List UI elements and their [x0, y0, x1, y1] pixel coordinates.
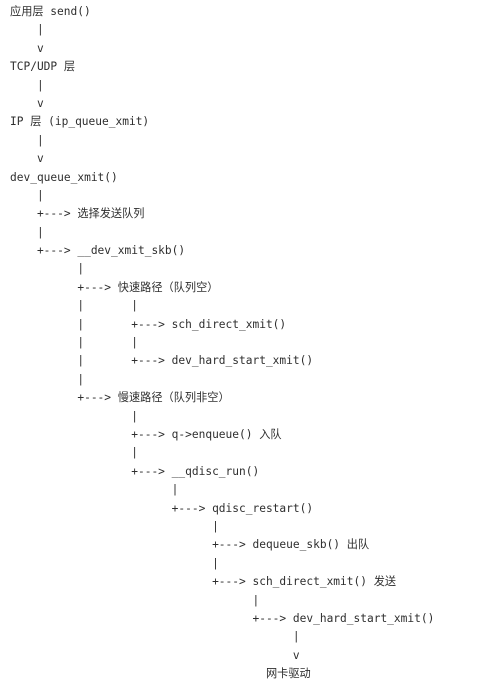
code-line: | [10, 593, 260, 607]
code-line: | | [10, 299, 138, 313]
code-line: TCP/UDP 层 [10, 60, 76, 74]
code-line: | [10, 372, 85, 386]
code-line: +---> dequeue_skb() 出队 [10, 538, 370, 552]
code-line: 应用层 send() [10, 5, 91, 18]
code-line: +---> qdisc_restart() [10, 501, 314, 515]
code-line: v [10, 152, 44, 166]
code-line: | [10, 556, 219, 570]
code-line: | [10, 225, 44, 239]
code-line: +---> 选择发送队列 [10, 207, 145, 221]
code-line: | [10, 409, 138, 423]
code-line: | [10, 23, 44, 37]
code-line: | [10, 630, 300, 644]
code-line: | +---> sch_direct_xmit() [10, 317, 287, 331]
code-line: v [10, 41, 44, 55]
code-line: +---> __dev_xmit_skb() [10, 244, 186, 258]
code-line: +---> dev_hard_start_xmit() [10, 611, 435, 625]
code-line: | +---> dev_hard_start_xmit() [10, 354, 314, 368]
code-line: IP 层 (ip_queue_xmit) [10, 115, 150, 129]
code-line: | [10, 519, 219, 533]
code-line: | [10, 262, 85, 276]
code-line: v [10, 648, 300, 662]
code-line: +---> q->enqueue() 入队 [10, 427, 282, 441]
code-line: | [10, 188, 44, 202]
code-line: v [10, 96, 44, 110]
code-line: +---> 快速路径（队列空） [10, 280, 219, 294]
code-line: | [10, 483, 179, 497]
code-line: dev_queue_xmit() [10, 170, 118, 184]
code-line: | [10, 78, 44, 92]
code-line: +---> 慢速路径（队列非空） [10, 391, 230, 405]
code-line: | | [10, 336, 138, 350]
code-line: | [10, 133, 44, 147]
code-line: +---> __qdisc_run() [10, 464, 260, 478]
code-line: +---> sch_direct_xmit() 发送 [10, 575, 397, 589]
code-line: 网卡驱动 [10, 667, 311, 681]
code-line: | [10, 446, 138, 460]
